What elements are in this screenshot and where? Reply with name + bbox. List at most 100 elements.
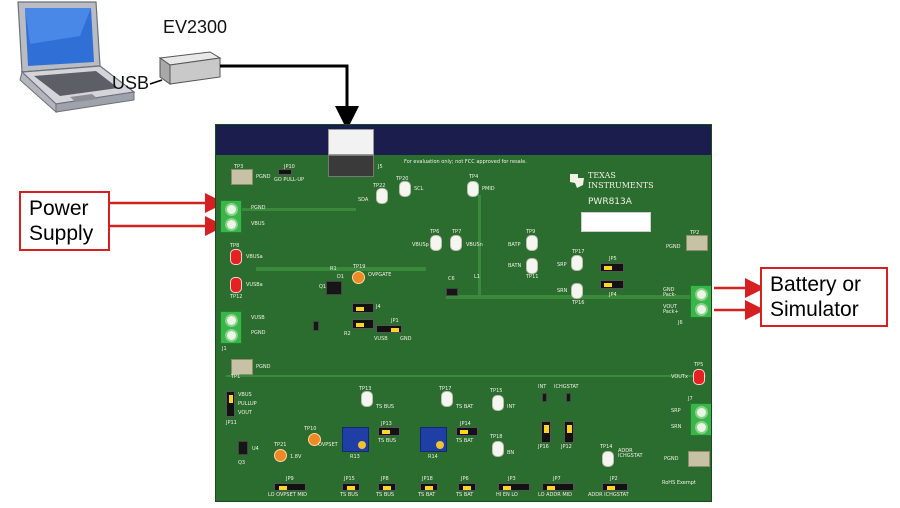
jp12-jumper[interactable] [564, 421, 574, 443]
j1-jumper[interactable] [352, 319, 374, 329]
vbusn-silk: VBUSn [466, 242, 483, 248]
pullup-silk: PULLUP [238, 401, 257, 407]
tp17b-silk: TP17 [439, 386, 452, 392]
tp13-silk: TP13 [359, 386, 372, 392]
jp11-silk: JP11 [226, 420, 237, 426]
jp6-jumper[interactable] [458, 483, 476, 491]
tp7-silk: TP7 [452, 229, 462, 235]
d-int-chip [542, 393, 547, 402]
jp10-silk: JP10 [284, 164, 295, 170]
tp9-testpoint [526, 235, 538, 251]
j4-jumper[interactable] [352, 303, 374, 313]
jp1-gnd-silk: GND [400, 336, 412, 342]
label-box [581, 212, 651, 232]
tsbat3-silk: TS BAT [418, 492, 436, 498]
jp6-silk: JP6 [461, 476, 469, 482]
jp5-jumper[interactable] [600, 263, 624, 272]
tp3-pad [231, 169, 253, 185]
jp18-jumper[interactable] [420, 483, 438, 491]
evm-board: J5 For evaluation only; not FCC approved… [215, 124, 712, 502]
pmid-silk: PMID [482, 186, 495, 192]
j1-pgnd-silk: PGND [251, 330, 266, 336]
jp2-jumper[interactable] [602, 483, 628, 491]
tp10-silk: TP10 [304, 426, 317, 432]
part-number: PWR813A [588, 197, 632, 207]
j7-terminal[interactable] [690, 403, 711, 436]
q1-silk: Q1 [319, 284, 327, 290]
tp7-testpoint [450, 235, 462, 251]
ev2300-device-icon [158, 51, 222, 85]
jp7-jumper[interactable] [542, 483, 574, 491]
u4-silk: U4 [252, 446, 259, 452]
tp4-testpoint [467, 181, 479, 197]
j1-vusb-silk: VUSB [251, 315, 265, 321]
fcc-notice: For evaluation only; not FCC approved fo… [404, 159, 527, 165]
tp1-pad [231, 359, 253, 375]
usb-cable [149, 79, 163, 85]
j2-pgnd-silk: PGND [251, 205, 266, 211]
vbusp-silk: VBUSp [412, 242, 429, 248]
vout-pack-silk: VOUT Pack+ [663, 304, 679, 315]
j1-terminal[interactable] [220, 311, 242, 344]
c6-silk: C6 [448, 276, 455, 282]
d3-chip [313, 321, 319, 331]
r13-potentiometer[interactable] [342, 427, 369, 452]
ti-brand-line1: TEXAS [588, 171, 616, 180]
voutx-silk: VOUTx [671, 374, 688, 380]
j7-silk: J7 [688, 396, 693, 402]
tp17b-testpoint [441, 391, 453, 407]
vbusa-silk: VBUSa [246, 254, 263, 260]
trace [226, 208, 356, 211]
jp16-jumper[interactable] [541, 421, 551, 443]
tp15-silk: TP15 [490, 388, 503, 394]
tp16-testpoint [571, 283, 583, 299]
tp23-pad [688, 451, 710, 467]
tp17-silk: TP17 [572, 249, 585, 255]
jp1-vusb-silk: VUSB [374, 336, 388, 342]
gnd-pack-silk: GND Pack- [663, 287, 677, 298]
jp7-silk: JP7 [553, 476, 561, 482]
r2-silk: R2 [344, 331, 351, 337]
tp21-testpoint [274, 449, 287, 462]
jp8-jumper[interactable] [378, 483, 396, 491]
tp18-testpoint [492, 441, 504, 457]
tp22-silk: TP22 [373, 183, 386, 189]
jp1-silk: JP1 [391, 318, 399, 324]
tp17-testpoint [571, 255, 583, 271]
jp9-jumper[interactable] [274, 483, 306, 491]
usb-label: USB [112, 73, 150, 93]
tp20-testpoint [399, 181, 411, 197]
jp14-silk: JP14 [460, 421, 471, 427]
j2-terminal[interactable] [220, 200, 242, 233]
jp15-jumper[interactable] [342, 483, 360, 491]
r14-potentiometer[interactable] [420, 427, 447, 452]
jp3-jumper[interactable] [498, 483, 530, 491]
tp6-silk: TP6 [430, 229, 440, 235]
tp20-silk: TP20 [396, 176, 409, 182]
batp-silk: BATP [508, 242, 521, 248]
jp10-jumper [278, 169, 292, 175]
j7-srp-silk: SRP [671, 408, 681, 414]
hi-en-lo-silk: HI EN LO [496, 492, 518, 498]
j6-terminal[interactable] [690, 285, 711, 318]
tp8-testpoint [230, 249, 242, 265]
d1-silk: D1 [337, 274, 345, 280]
r13-silk: R13 [350, 454, 360, 460]
jp14-jumper[interactable] [456, 427, 478, 436]
battery-line2: Simulator [770, 298, 859, 322]
tp6-testpoint [430, 235, 442, 251]
ichgstat-silk: ICHGSTAT [554, 384, 579, 390]
j7-srn-silk: SRN [671, 424, 682, 430]
j7-pgnd-silk: PGND [664, 456, 679, 462]
d-ichg-chip [566, 393, 571, 402]
tp14-testpoint [602, 451, 614, 467]
jp11-jumper[interactable] [226, 391, 235, 417]
battery-line1: Battery or [770, 273, 862, 296]
int-silk: INT [507, 404, 516, 410]
jp1-jumper[interactable] [376, 325, 402, 333]
jp3-silk: JP3 [508, 476, 516, 482]
jp13-jumper[interactable] [378, 427, 400, 436]
tp2-silk: TP2 [690, 230, 700, 236]
jp4-jumper[interactable] [600, 280, 624, 289]
